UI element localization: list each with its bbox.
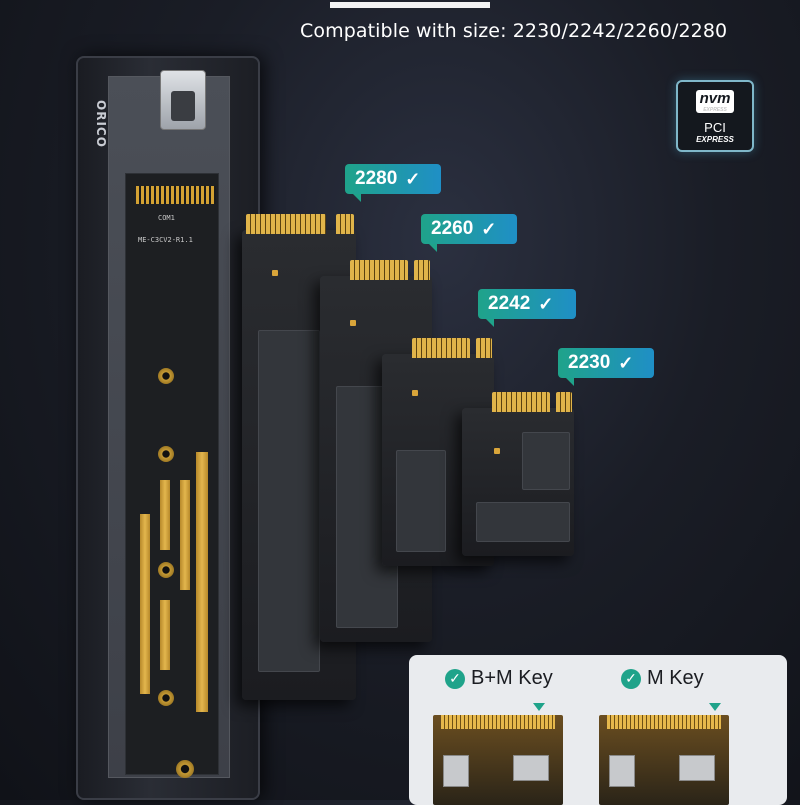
brand-logo: ORICO [94, 100, 108, 148]
size-tag-2242: 2242 ✓ [478, 289, 576, 327]
ssd-pins [412, 338, 470, 358]
nvm-logo: nvm EXPRESS [695, 90, 735, 113]
gold-contact-strip [160, 480, 170, 550]
m2-connector [136, 186, 216, 204]
m-notch-indicator [709, 703, 721, 711]
mount-hole-2280 [158, 690, 174, 706]
screw-post [176, 760, 194, 778]
com-label: COM1 [158, 214, 175, 222]
check-icon: ✓ [618, 352, 634, 373]
check-icon: ✓ [481, 218, 497, 239]
ssd-chip [258, 330, 320, 672]
ssd-pins [414, 260, 430, 280]
usb-c-port [160, 70, 206, 130]
gold-contact-strip [180, 480, 190, 590]
board-component [679, 755, 715, 781]
bm-notch-indicator [533, 703, 545, 711]
m-key-text: M Key [647, 667, 704, 689]
m-key-ssd-image [599, 715, 729, 805]
size-tag-label: 2230 [568, 352, 611, 373]
size-tag-label: 2260 [431, 218, 474, 239]
ssd-pins [556, 392, 572, 412]
ssd-pins [476, 338, 492, 358]
size-tag-2260: 2260 ✓ [421, 214, 517, 252]
ssd-component [494, 448, 500, 454]
nvm-express-text: EXPRESS [703, 107, 727, 113]
ssd-component [412, 390, 418, 396]
gold-contact-strip [140, 514, 150, 694]
bm-key-text: B+M Key [471, 667, 553, 689]
ssd-pins [492, 392, 550, 412]
size-tag-2230: 2230 ✓ [558, 348, 654, 386]
ssd-component [272, 270, 278, 276]
nvm-logo-text: nvm [699, 90, 731, 107]
compatibility-subtitle: Compatible with size: 2230/2242/2260/228… [300, 20, 728, 42]
mount-hole-2230 [158, 368, 174, 384]
size-tag-label: 2280 [355, 168, 398, 189]
ssd-pins [336, 214, 354, 234]
m-key-pins [607, 715, 721, 729]
board-component [513, 755, 549, 781]
headline-fragment [330, 0, 490, 8]
pci-express-text: EXPRESS [696, 135, 734, 144]
pci-logo-text: PCI [704, 120, 726, 135]
gold-contact-strip [160, 600, 170, 670]
check-icon: ✓ [538, 293, 554, 314]
key-type-panel: ✓ B+M Key ✓ M Key [409, 655, 787, 805]
ssd-chip [522, 432, 570, 490]
bm-key-label: ✓ B+M Key [445, 667, 553, 690]
bm-key-pins [441, 715, 555, 729]
ssd-2230 [462, 392, 574, 556]
revision-label: ME-C3CV2-R1.1 [138, 236, 193, 244]
check-icon: ✓ [405, 168, 421, 189]
ssd-chip [476, 502, 570, 542]
check-circle-icon: ✓ [445, 668, 465, 689]
size-tag-label: 2242 [488, 293, 531, 314]
bm-key-ssd-image [433, 715, 563, 805]
ssd-pins [350, 260, 408, 280]
enclosure-tray [108, 76, 230, 778]
ssd-pins [246, 214, 326, 234]
ssd-component [350, 320, 356, 326]
nvme-pcie-badge: nvm EXPRESS PCI EXPRESS [676, 80, 754, 152]
board-component [609, 755, 635, 787]
board-component [443, 755, 469, 787]
gold-contact-strip [196, 452, 208, 712]
size-tag-2280: 2280 ✓ [345, 164, 441, 202]
usb-c-opening [171, 91, 195, 121]
check-circle-icon: ✓ [621, 668, 641, 689]
mount-hole-2242 [158, 446, 174, 462]
m-key-label: ✓ M Key [621, 667, 704, 690]
ssd-chip [396, 450, 446, 552]
mount-hole-2260 [158, 562, 174, 578]
